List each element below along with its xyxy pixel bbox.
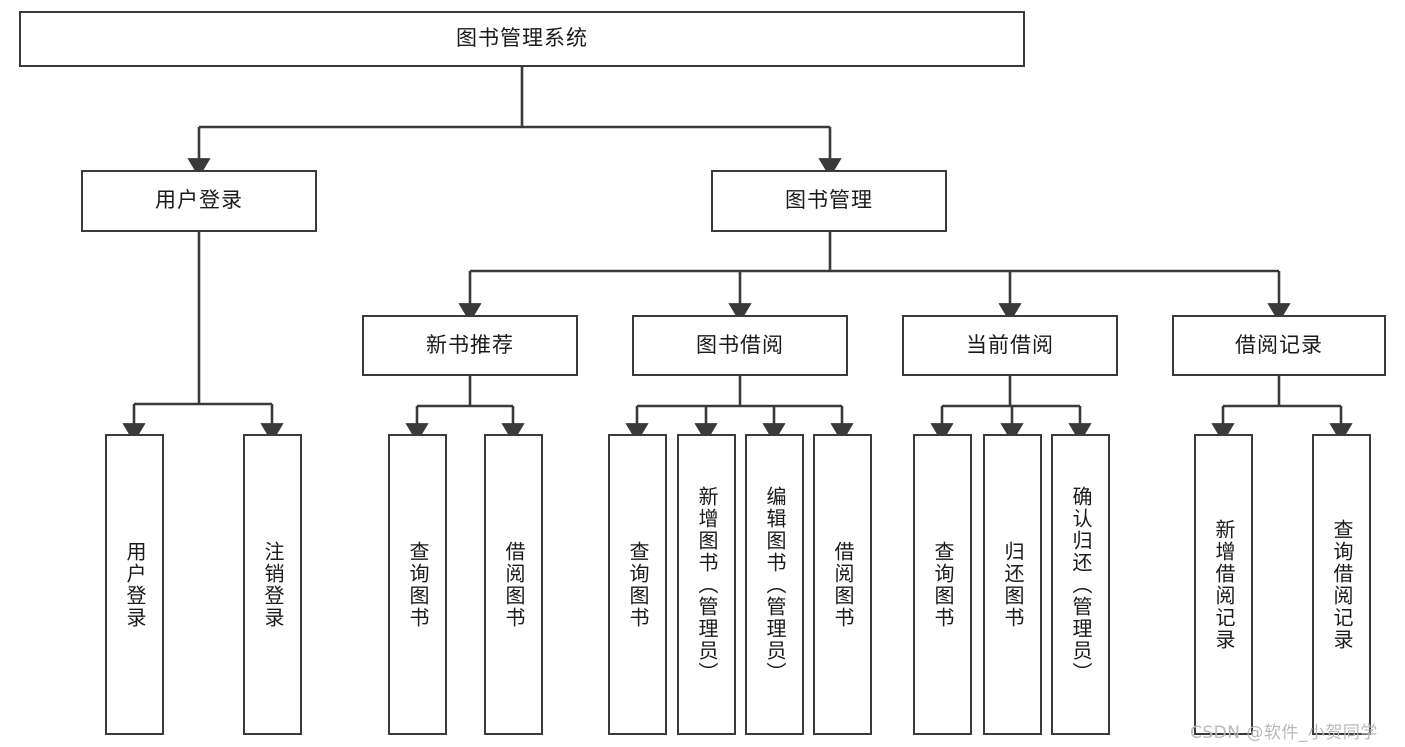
- node-leaf-query-book-1[interactable]: 查询图书: [388, 434, 447, 735]
- node-user-login-label: 用户登录: [155, 188, 243, 213]
- node-leaf-query-book-2-label: 查询图书: [626, 540, 650, 629]
- node-root-label: 图书管理系统: [456, 26, 588, 51]
- node-book-manage-label: 图书管理: [785, 188, 873, 213]
- node-leaf-query-record[interactable]: 查询借阅记录: [1312, 434, 1371, 735]
- node-new-book-recommend[interactable]: 新书推荐: [362, 315, 578, 376]
- node-root[interactable]: 图书管理系统: [19, 11, 1025, 67]
- node-borrow-record-label: 借阅记录: [1235, 332, 1323, 357]
- node-leaf-borrow-book-1-label: 借阅图书: [502, 540, 526, 629]
- node-leaf-borrow-book-2-label: 借阅图书: [831, 540, 855, 629]
- node-leaf-confirm-return[interactable]: 确认归还（管理员）: [1051, 434, 1110, 735]
- node-leaf-return-book-label: 归还图书: [1001, 540, 1025, 629]
- node-leaf-add-book[interactable]: 新增图书（管理员）: [677, 434, 736, 735]
- node-book-borrow[interactable]: 图书借阅: [632, 315, 848, 376]
- node-leaf-edit-book[interactable]: 编辑图书（管理员）: [745, 434, 804, 735]
- node-leaf-query-book-3-label: 查询图书: [931, 540, 955, 629]
- node-leaf-user-login-label: 用户登录: [123, 540, 147, 629]
- node-borrow-record[interactable]: 借阅记录: [1172, 315, 1386, 376]
- node-new-book-recommend-label: 新书推荐: [426, 332, 514, 357]
- node-leaf-user-login[interactable]: 用户登录: [105, 434, 164, 735]
- node-user-login[interactable]: 用户登录: [81, 170, 317, 232]
- node-current-borrow[interactable]: 当前借阅: [902, 315, 1118, 376]
- node-current-borrow-label: 当前借阅: [966, 332, 1054, 357]
- node-leaf-borrow-book-2[interactable]: 借阅图书: [813, 434, 872, 735]
- node-book-borrow-label: 图书借阅: [696, 332, 784, 357]
- node-book-manage[interactable]: 图书管理: [711, 170, 947, 232]
- node-leaf-confirm-return-label: 确认归还（管理员）: [1069, 485, 1093, 684]
- node-leaf-query-book-3[interactable]: 查询图书: [913, 434, 972, 735]
- node-leaf-query-record-label: 查询借阅记录: [1330, 518, 1354, 651]
- node-leaf-logout[interactable]: 注销登录: [243, 434, 302, 735]
- csdn-watermark: CSDN @软件_小贺同学: [1190, 723, 1378, 743]
- node-leaf-return-book[interactable]: 归还图书: [983, 434, 1042, 735]
- node-leaf-add-book-label: 新增图书（管理员）: [695, 485, 719, 684]
- node-leaf-edit-book-label: 编辑图书（管理员）: [763, 485, 787, 684]
- node-leaf-add-record-label: 新增借阅记录: [1212, 518, 1236, 651]
- node-leaf-query-book-1-label: 查询图书: [406, 540, 430, 629]
- node-leaf-borrow-book-1[interactable]: 借阅图书: [484, 434, 543, 735]
- node-leaf-logout-label: 注销登录: [261, 540, 285, 629]
- node-leaf-query-book-2[interactable]: 查询图书: [608, 434, 667, 735]
- node-leaf-add-record[interactable]: 新增借阅记录: [1194, 434, 1253, 735]
